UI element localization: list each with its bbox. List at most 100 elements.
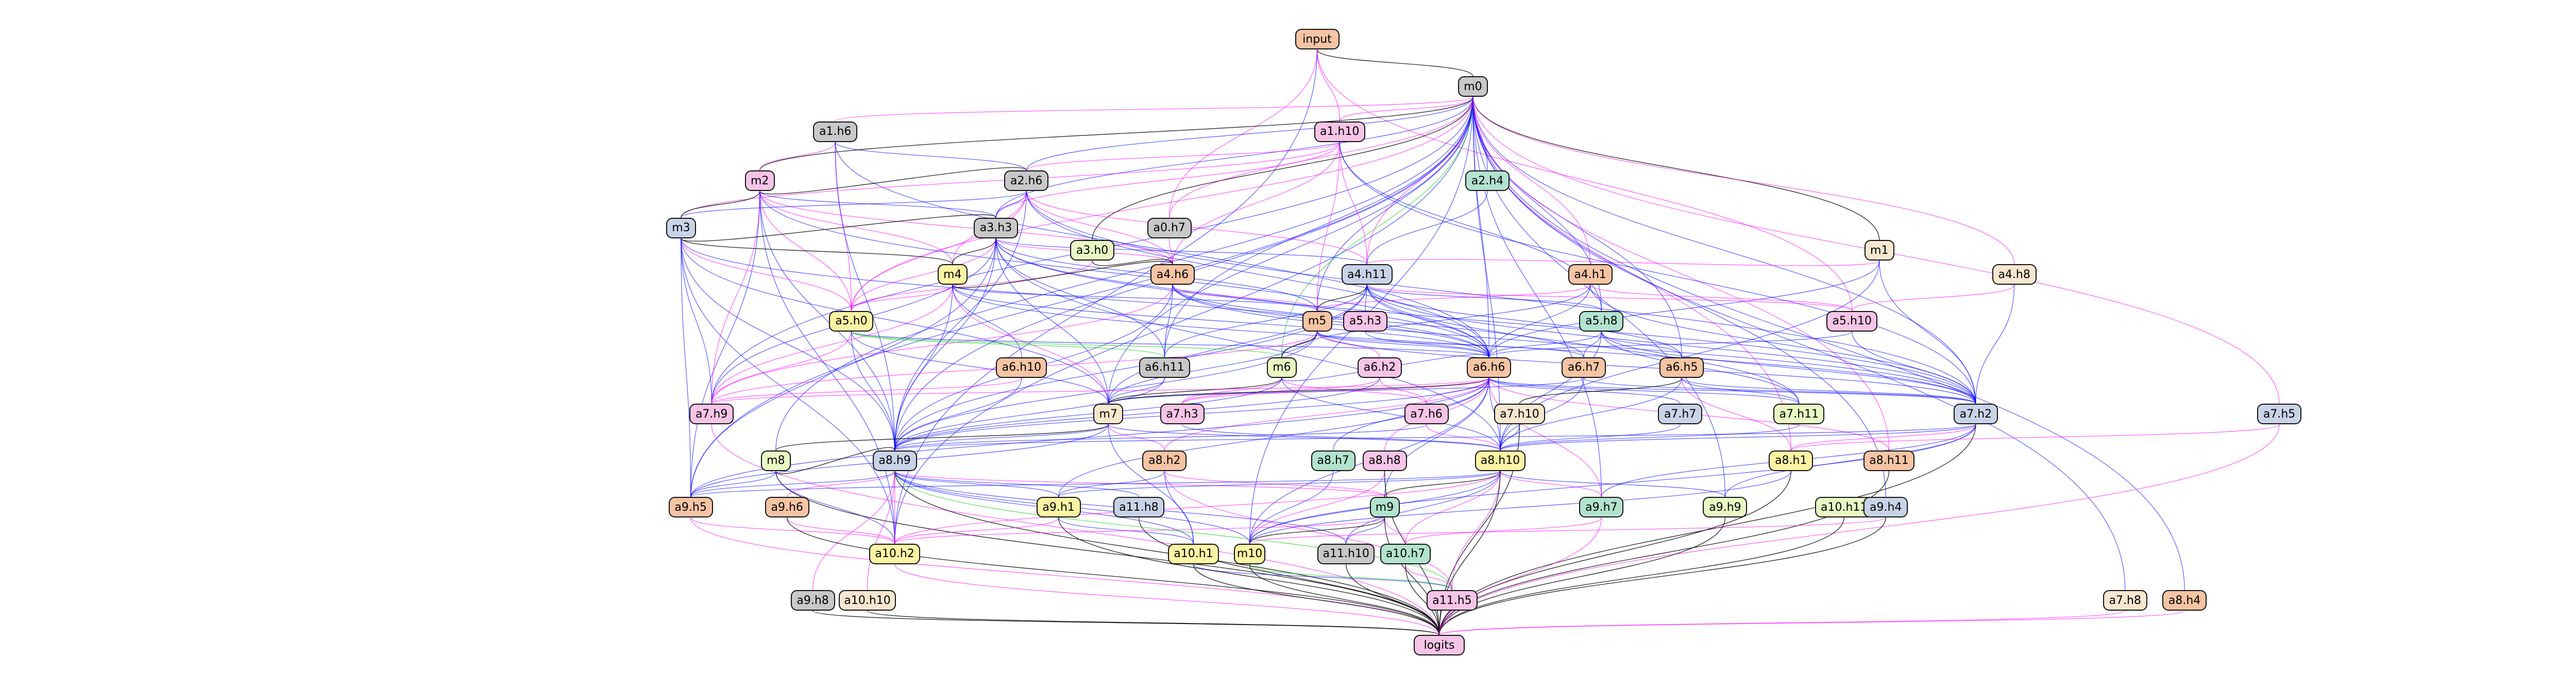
node-a9-h9: a9.h9 bbox=[1703, 497, 1748, 518]
node-logits: logits bbox=[1414, 635, 1465, 656]
edge-m9-to-a10-h2 bbox=[894, 517, 1385, 544]
edge-a3-h3-to-m4 bbox=[952, 238, 996, 265]
edge-a8-h9-to-a9-h8 bbox=[812, 471, 895, 591]
edge-m10-to-logits bbox=[1249, 564, 1440, 635]
edge-m3-to-a3-h3 bbox=[681, 214, 996, 241]
edge-m4-to-m5 bbox=[952, 284, 1318, 311]
edge-a4-h6-to-m5 bbox=[1172, 284, 1318, 311]
edge-m0-to-m7 bbox=[1108, 97, 1473, 404]
node-a6-h6: a6.h6 bbox=[1467, 357, 1512, 378]
edge-a11-h5-to-logits bbox=[1438, 611, 1453, 635]
edge-a4-h11-to-a6-h11 bbox=[1164, 285, 1367, 357]
edge-a7-h10-to-a8-h10 bbox=[1500, 424, 1520, 451]
edge-a1-h10-to-a4-h6 bbox=[1172, 142, 1340, 265]
edge-a1-h10-to-a2-h6 bbox=[1026, 142, 1340, 171]
edge-a4-h11-to-m5 bbox=[1316, 285, 1367, 311]
node-a5-h0: a5.h0 bbox=[829, 310, 874, 332]
edge-m4-to-a7-h2 bbox=[952, 285, 1976, 404]
edge-m3-to-a10-h2 bbox=[681, 238, 895, 544]
edge-a9-h4-to-m10 bbox=[1249, 517, 1886, 544]
edge-a2-h6-to-a4-h6 bbox=[1026, 191, 1173, 265]
node-a7-h11: a7.h11 bbox=[1773, 404, 1825, 425]
edge-a8-h10-to-a11-h5 bbox=[1451, 471, 1501, 591]
node-m5: m5 bbox=[1302, 310, 1332, 332]
node-a7-h10: a7.h10 bbox=[1494, 404, 1545, 425]
edge-m0-to-a10-h2 bbox=[894, 97, 1473, 544]
edge-a8-h10-to-a9-h1 bbox=[1058, 471, 1501, 497]
node-m1: m1 bbox=[1864, 240, 1894, 261]
edge-a5-h8-to-a7-h2 bbox=[1601, 331, 1976, 404]
edge-a5-h0-to-a6-h6 bbox=[851, 331, 1489, 358]
edge-m6-to-m7 bbox=[1108, 377, 1282, 404]
edge-m2-to-a9-h5 bbox=[690, 191, 760, 497]
edge-a9-h1-to-a10-h2 bbox=[894, 517, 1059, 544]
edge-a8-h10-to-m9 bbox=[1384, 471, 1501, 497]
edge-a5-h0-to-a7-h9 bbox=[711, 331, 852, 404]
edge-a8-h9-to-a9-h5 bbox=[690, 471, 895, 497]
node-a8-h2: a8.h2 bbox=[1142, 450, 1187, 471]
node-a7-h2: a7.h2 bbox=[1953, 404, 1998, 425]
edge-a5-h3-to-a6-h6 bbox=[1365, 331, 1489, 358]
edge-a6-h2-to-a7-h3 bbox=[1182, 377, 1380, 404]
node-a9-h4: a9.h4 bbox=[1863, 497, 1908, 518]
edge-m6-to-a8-h9 bbox=[894, 377, 1282, 451]
edge-a5-h0-to-a6-h11 bbox=[851, 331, 1165, 358]
node-a7-h7: a7.h7 bbox=[1658, 404, 1703, 425]
node-a5-h10: a5.h10 bbox=[1826, 310, 1878, 332]
node-a7-h9: a7.h9 bbox=[689, 404, 734, 425]
edge-a4-h6-to-a7-h9 bbox=[711, 285, 1173, 404]
edge-m5-to-a7-h2 bbox=[1316, 331, 1976, 404]
edge-m7-to-a8-h9 bbox=[894, 424, 1109, 451]
edge-a8-h4-to-logits bbox=[1438, 610, 2185, 635]
edge-a4-h6-to-a6-h11 bbox=[1164, 285, 1173, 357]
edge-m2-to-a10-h2 bbox=[759, 191, 895, 544]
edge-a7-h7-to-a8-h10 bbox=[1500, 424, 1681, 451]
edge-a10-h10-to-logits bbox=[867, 610, 1440, 635]
edge-a8-h9-to-a10-h10 bbox=[867, 471, 895, 591]
edge-a5-h8-to-a8-h10 bbox=[1500, 331, 1602, 451]
edge-a4-h1-to-a6-h6 bbox=[1488, 285, 1591, 357]
node-a8-h4: a8.h4 bbox=[2162, 590, 2207, 611]
edge-a9-h7-to-logits bbox=[1438, 517, 1602, 635]
edge-m0-to-a3-h0 bbox=[1092, 97, 1473, 240]
edge-m4-to-a6-h6 bbox=[952, 285, 1489, 358]
edge-m0-to-a7-h8 bbox=[1472, 97, 2126, 591]
edge-m5-to-a6-h2 bbox=[1316, 331, 1380, 358]
edge-a8-h1-to-logits bbox=[1438, 471, 1791, 635]
edge-a6-h6-to-m7 bbox=[1108, 377, 1489, 404]
edge-a2-h6-to-a7-h2 bbox=[1026, 191, 1976, 404]
node-a9-h8: a9.h8 bbox=[790, 590, 835, 611]
edge-a6-h11-to-a8-h9 bbox=[894, 377, 1165, 451]
edge-m2-to-a6-h6 bbox=[759, 191, 1489, 357]
edge-a10-h7-to-logits bbox=[1405, 564, 1440, 635]
edge-a4-h8-to-a5-h10 bbox=[1852, 284, 2015, 311]
edge-m0-to-a8-h10 bbox=[1472, 97, 1501, 451]
edge-a2-h6-to-a3-h3 bbox=[995, 191, 1027, 218]
edge-m3-to-a9-h5 bbox=[681, 238, 691, 497]
edge-a4-h6-to-a7-h2 bbox=[1172, 285, 1976, 404]
edge-a3-h3-to-a7-h2 bbox=[995, 238, 1976, 404]
edge-a1-h10-to-a4-h11 bbox=[1339, 142, 1367, 265]
node-a4-h6: a4.h6 bbox=[1150, 264, 1195, 285]
edge-m0-to-a4-h8 bbox=[1472, 97, 2015, 265]
edge-a4-h11-to-a7-h11 bbox=[1366, 285, 1800, 404]
edge-a5-h8-to-a6-h5 bbox=[1601, 331, 1682, 358]
node-a7-h6: a7.h6 bbox=[1404, 404, 1449, 425]
edge-a3-h3-to-m7 bbox=[995, 238, 1109, 404]
edge-m0-to-a9-h5 bbox=[690, 97, 1473, 497]
edge-m3-to-m7 bbox=[681, 238, 1109, 404]
edge-a10-h11-to-logits bbox=[1438, 517, 1844, 635]
edge-a7-h6-to-a8-h9 bbox=[894, 424, 1427, 451]
edge-a2-h6-to-a5-h0 bbox=[851, 191, 1027, 311]
edge-m8-to-a9-h5 bbox=[690, 471, 776, 497]
edge-a6-h6-to-a7-h11 bbox=[1488, 377, 1800, 404]
edge-m0-to-m1 bbox=[1472, 97, 1880, 240]
edge-a5-h0-to-m6 bbox=[851, 331, 1282, 358]
edge-a1-h10-to-a3-h3 bbox=[995, 142, 1340, 218]
edge-a10-h7-to-a11-h5 bbox=[1405, 564, 1453, 591]
edge-a0-h7-to-a4-h6 bbox=[1169, 238, 1173, 265]
edge-a8-h9-to-a9-h1 bbox=[894, 471, 1059, 497]
node-a5-h8: a5.h8 bbox=[1579, 310, 1624, 332]
edge-a6-h5-to-a8-h1 bbox=[1681, 377, 1791, 451]
edge-m0-to-a9-h4 bbox=[1472, 97, 1886, 497]
